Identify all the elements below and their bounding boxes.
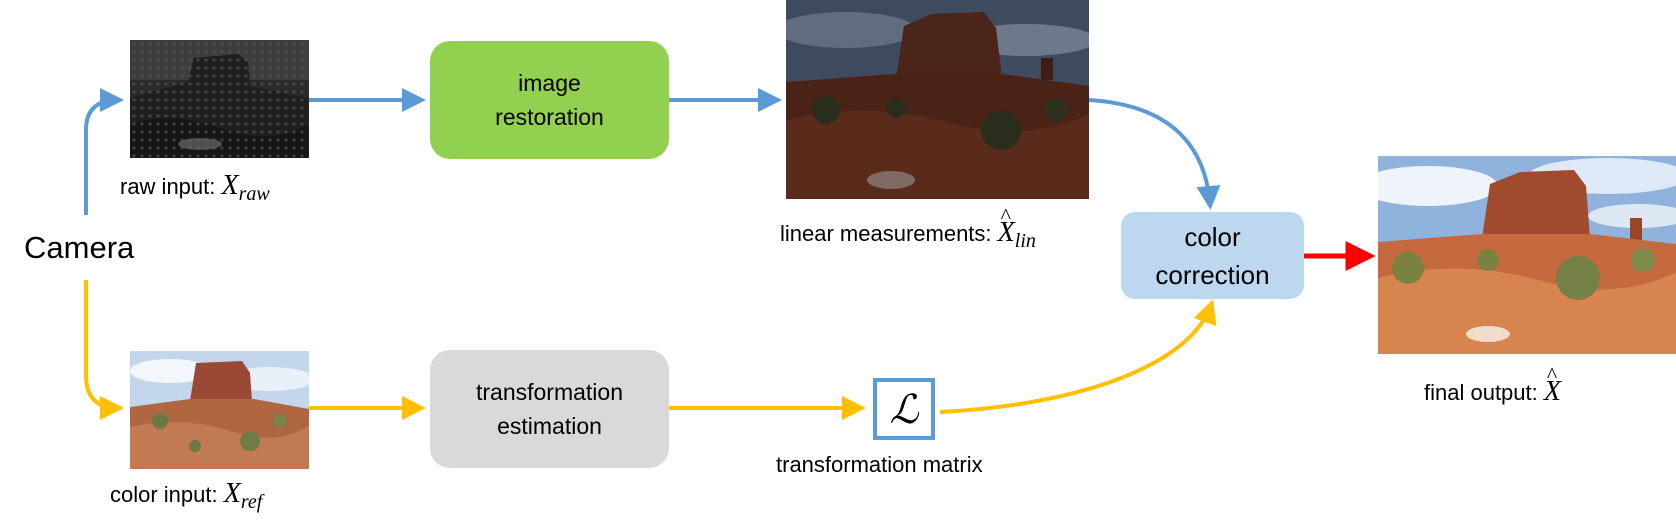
transformation-matrix-icon: ℒ [873, 378, 935, 440]
transformation-estimation-line2: estimation [497, 413, 602, 439]
camera-to-color-arrow [84, 280, 124, 420]
linear-measurements-image [786, 0, 1089, 199]
image-restoration-box: image restoration [430, 41, 669, 159]
camera-to-raw-arrow [84, 88, 124, 215]
transformation-estimation-line1: transformation [475, 379, 623, 405]
camera-label: Camera [24, 230, 135, 265]
final-output-label: final output: [1424, 380, 1538, 405]
final-output-symbol: X [1544, 362, 1561, 407]
raw-input-label: raw input: [120, 174, 216, 199]
final-output-caption: final output: X [1424, 362, 1561, 408]
transformation-matrix-symbol: ℒ [889, 386, 919, 432]
color-input-symbol: Xref [223, 478, 263, 513]
linear-measurements-caption: linear measurements: Xlin [780, 203, 1036, 253]
image-restoration-line2: restoration [495, 104, 604, 130]
linear-to-correction-arrow [1088, 98, 1221, 210]
image-restoration-line1: image [518, 70, 581, 96]
linear-measurements-label: linear measurements: [780, 221, 992, 246]
color-input-image [130, 351, 309, 469]
matrix-to-correction-arrow [939, 299, 1217, 414]
raw-input-image [130, 40, 309, 158]
color-correction-line1: color [1184, 221, 1241, 252]
final-output-image [1378, 156, 1676, 354]
color-input-caption: color input: Xref [110, 478, 262, 514]
raw-input-caption: raw input: Xraw [120, 170, 270, 206]
transformation-estimation-box: transformation estimation [430, 350, 669, 468]
raw-input-symbol: Xraw [221, 170, 270, 205]
transformation-matrix-label: transformation matrix [776, 452, 983, 477]
color-correction-box: color correction [1121, 212, 1304, 299]
linear-measurements-symbol: Xlin [998, 203, 1036, 252]
color-correction-line2: correction [1155, 259, 1270, 290]
color-input-label: color input: [110, 482, 218, 507]
